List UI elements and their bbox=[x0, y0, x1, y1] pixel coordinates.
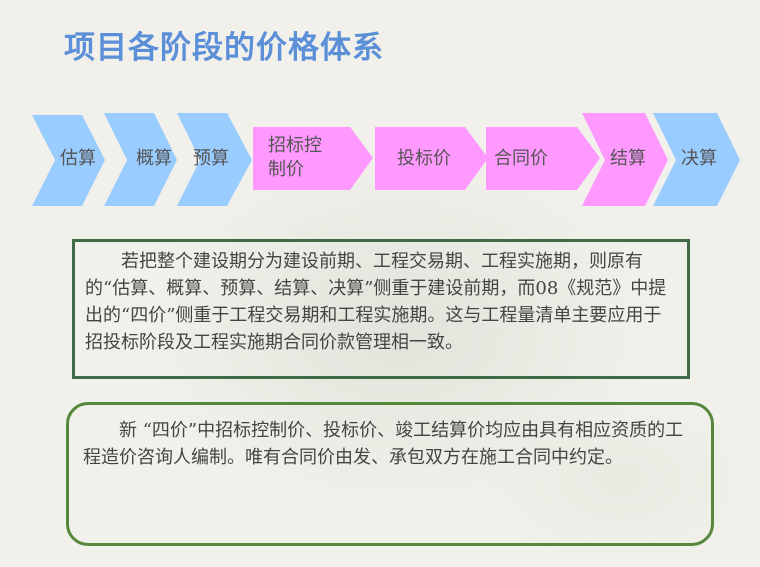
step-shape-contract-price bbox=[486, 127, 600, 190]
step-shape-budget bbox=[177, 113, 252, 206]
construction-period-text: 若把整个建设期分为建设前期、工程交易期、工程实施期，则原有的“估算、概算、预算、… bbox=[85, 251, 667, 353]
step-shape-final-account bbox=[653, 113, 740, 206]
construction-period-note: 若把整个建设期分为建设前期、工程交易期、工程实施期，则原有的“估算、概算、预算、… bbox=[72, 239, 690, 379]
step-shape-rough-budget bbox=[104, 113, 177, 206]
step-label-control-price-line1: 招标控 bbox=[268, 135, 322, 156]
flow-shapes bbox=[32, 113, 740, 206]
step-label-budget: 预算 bbox=[193, 148, 229, 169]
step-shape-control-price bbox=[253, 127, 373, 190]
step-label-rough-budget: 概算 bbox=[136, 148, 172, 169]
step-shape-bid-price bbox=[375, 127, 488, 190]
four-prices-text: 新 “四价”中招标控制价、投标价、竣工结算价均应由具有相应资质的工程造价咨询人编… bbox=[83, 420, 684, 468]
page-title: 项目各阶段的价格体系 bbox=[64, 30, 384, 66]
price-phase-flow: 估算 概算 预算 招标控 制价 投标价 合同价 结算 决算 bbox=[0, 0, 760, 230]
step-label-settlement: 结算 bbox=[610, 148, 646, 169]
step-shape-settlement bbox=[582, 113, 668, 206]
step-label-final-account: 决算 bbox=[681, 148, 717, 169]
step-label-estimate: 估算 bbox=[60, 148, 96, 169]
step-label-contract-price: 合同价 bbox=[494, 148, 548, 169]
step-label-control-price-line2: 制价 bbox=[268, 159, 304, 180]
four-prices-note: 新 “四价”中招标控制价、投标价、竣工结算价均应由具有相应资质的工程造价咨询人编… bbox=[66, 402, 714, 546]
step-shape-estimate bbox=[32, 115, 105, 206]
step-label-bid-price: 投标价 bbox=[397, 148, 451, 169]
